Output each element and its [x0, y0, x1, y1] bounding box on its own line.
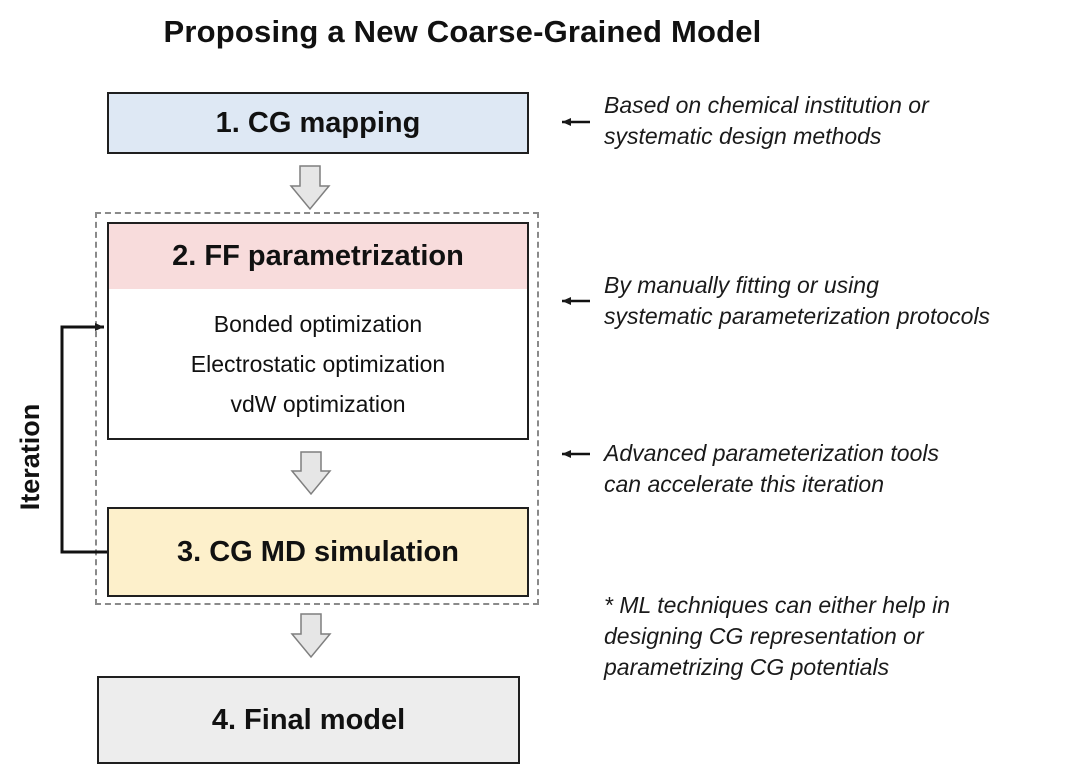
note-ff-line-1: By manually fitting or using: [604, 272, 879, 298]
note-ml-line-2: designing CG representation or: [604, 623, 924, 649]
note-mapping-line-1: Based on chemical institution or: [604, 92, 929, 118]
step-final-model-label: 4. Final model: [211, 703, 406, 736]
note-mapping: Based on chemical institution or systema…: [604, 90, 929, 152]
optimization-electrostatic: Electrostatic optimization: [190, 350, 446, 377]
optimization-bonded: Bonded optimization: [213, 310, 423, 337]
note-iteration-line-1: Advanced parameterization tools: [604, 440, 939, 466]
step-ff-parametrization: 2. FF parametrization: [107, 222, 529, 291]
flow-arrow-2-to-3: [290, 451, 332, 496]
flow-arrow-1-to-2: [289, 165, 331, 211]
note-iteration-line-2: can accelerate this iteration: [604, 471, 884, 497]
optimization-vdw: vdW optimization: [230, 390, 406, 417]
iteration-loop-arrow: [60, 323, 107, 554]
optimization-panel: Bonded optimization Electrostatic optimi…: [107, 289, 529, 440]
flow-arrow-3-to-4: [290, 613, 332, 659]
note-ff-line-2: systematic parameterization protocols: [604, 303, 991, 329]
note-ml: * ML techniques can either help in desig…: [604, 590, 950, 683]
note-ff: By manually fitting or using systematic …: [604, 270, 990, 332]
step-final-model: 4. Final model: [97, 676, 520, 764]
note-iteration: Advanced parameterization tools can acce…: [604, 438, 939, 500]
iteration-frame: [95, 212, 539, 605]
note-mapping-line-2: systematic design methods: [604, 123, 882, 149]
step-cg-mapping: 1. CG mapping: [107, 92, 529, 154]
step-cg-md-simulation: 3. CG MD simulation: [107, 507, 529, 597]
note-ml-line-1: * ML techniques can either help in: [604, 592, 951, 618]
diagram-title: Proposing a New Coarse-Grained Model: [163, 14, 762, 49]
step-cg-mapping-label: 1. CG mapping: [215, 106, 421, 139]
note-ml-line-3: parametrizing CG potentials: [604, 654, 890, 680]
step-ff-parametrization-label: 2. FF parametrization: [172, 240, 464, 272]
step-cg-md-simulation-label: 3. CG MD simulation: [177, 535, 459, 568]
